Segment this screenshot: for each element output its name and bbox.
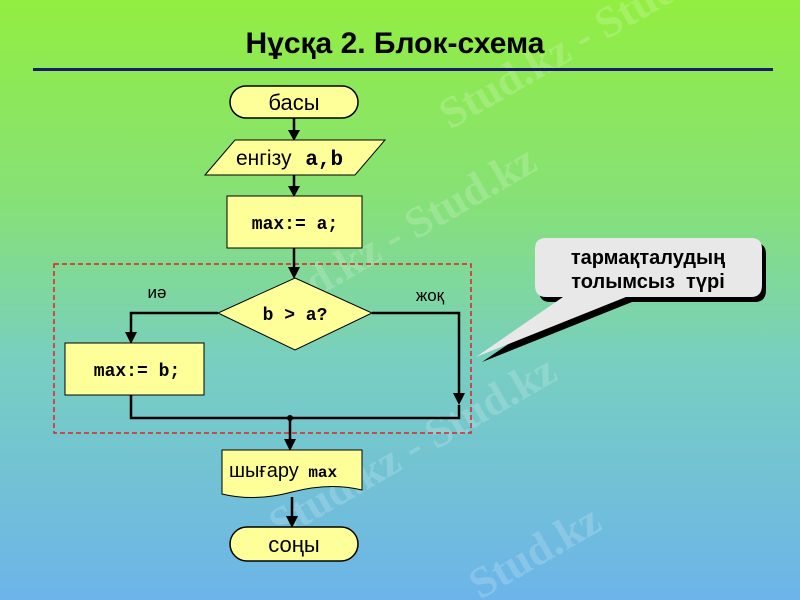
decision-block: b > a?	[216, 277, 374, 351]
svg-text:Stud.kz - Stud.kz: Stud.kz - Stud.kz	[261, 345, 565, 549]
callout-line2: толымсыз түрі	[571, 271, 725, 293]
arrowheads	[125, 130, 465, 528]
input-label: енгізу	[236, 147, 292, 170]
end-label: соңы	[268, 532, 319, 557]
junction-dot	[287, 415, 293, 421]
assign-max-a-block: max:= a;	[226, 195, 363, 249]
output-label: шығару	[229, 460, 299, 482]
start-label: басы	[268, 90, 319, 115]
svg-text:Stud.kz: Stud.kz	[461, 495, 609, 600]
title-rule	[33, 68, 773, 71]
output-var: max	[308, 464, 337, 482]
no-label: жоқ	[416, 286, 445, 305]
start-terminal: басы	[229, 85, 359, 119]
input-block: енгізу a,b	[203, 139, 387, 176]
slide-title: Нұсқа 2. Блок-схема	[246, 27, 545, 60]
svg-text:енгізу a,b: енгізу a,b	[236, 147, 343, 172]
output-block: шығару max	[221, 449, 363, 499]
end-terminal: соңы	[229, 526, 359, 562]
input-vars: a,b	[305, 149, 343, 172]
branch-frame	[53, 263, 472, 434]
assign1-text: max:= a;	[252, 215, 338, 235]
callout-bubble: тармақталудың толымсыз түрі	[476, 238, 766, 362]
assign-max-b-block: max:= b;	[64, 342, 205, 396]
assign2-text: max:= b;	[94, 362, 180, 382]
connectors	[129, 118, 461, 518]
yes-label: иә	[148, 283, 167, 302]
condition-text: b > a?	[263, 306, 328, 326]
callout-line1: тармақталудың	[571, 247, 725, 269]
svg-text:шығару max: шығару max	[229, 460, 338, 482]
